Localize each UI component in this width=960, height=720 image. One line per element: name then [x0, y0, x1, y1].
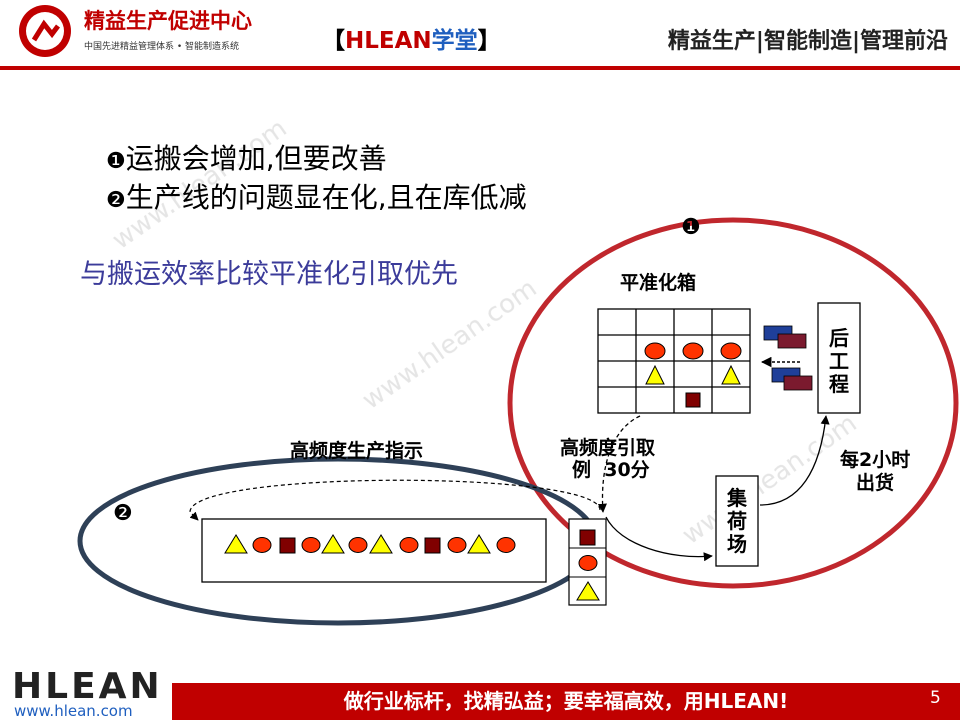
footer-slogan: 做行业标杆，找精弘益；要幸福高效，用HLEAN! [343, 689, 788, 713]
header-brand: 【HLEAN学堂】 [322, 27, 501, 54]
header: 精益生产促进中心 中国先进精益管理体系 • 智能制造系统 【HLEAN学堂】 精… [0, 5, 960, 70]
hf-instruction-label: 高频度生产指示 [290, 439, 423, 462]
watermark-text: www.hlean.com [677, 408, 863, 550]
kanban-cards [763, 325, 813, 391]
kanban-circle [720, 342, 742, 360]
footer-logo: HLEAN [12, 666, 163, 707]
kanban-triangle [721, 364, 741, 385]
to-staging-arrow [605, 516, 713, 562]
footer-banner [172, 683, 960, 720]
kanban-triangle [645, 364, 665, 385]
heijunka-label: 平准化箱 [620, 271, 696, 294]
downstream-process-box [817, 302, 861, 414]
production-sequence [224, 534, 516, 554]
circle-1-number: ❶ [681, 215, 701, 240]
logo-subtitle: 中国先进精益管理体系 • 智能制造系统 [84, 40, 239, 52]
seq-square [424, 537, 441, 554]
instruction-dashed-arc [189, 479, 601, 521]
heijunka-kanban [644, 342, 742, 408]
output-column [568, 518, 607, 606]
seq-circle [252, 537, 272, 553]
red-loop-circle [507, 217, 959, 589]
logo-title: 精益生产促进中心 [84, 9, 252, 33]
watermark-text: www.hlean.com [357, 273, 543, 415]
seq-circle [399, 537, 419, 553]
pickup-label-2: 例 30分 [572, 458, 650, 481]
output-triangle [576, 581, 600, 601]
bullet-2: ❷生产线的问题显在化,且在库低减 [106, 181, 527, 214]
seq-circle [301, 537, 321, 553]
seq-triangle [321, 534, 345, 554]
page-number: 5 [930, 688, 941, 708]
downstream-label-3: 程 [829, 372, 849, 396]
shipping-label-2: 出货 [856, 471, 894, 494]
kanban-circle [644, 342, 666, 360]
pickup-label-1: 高频度引取 [560, 436, 655, 459]
staging-label-2: 荷 [727, 509, 747, 533]
staging-label-1: 集 [726, 486, 748, 510]
seq-circle [447, 537, 467, 553]
staging-label-3: 场 [727, 532, 747, 556]
header-divider [0, 66, 960, 70]
footer: HLEAN www.hlean.com 做行业标杆，找精弘益；要幸福高效，用HL… [12, 666, 960, 720]
logo-icon [19, 5, 71, 57]
bullet-1: ❶运搬会增加,但要改善 [106, 142, 387, 175]
shipping-label-1: 每2小时 [840, 448, 910, 471]
heijunka-box [597, 308, 751, 414]
header-right-text: 精益生产|智能制造|管理前沿 [668, 28, 948, 54]
kanban-square [685, 392, 701, 408]
seq-triangle [369, 534, 393, 554]
seq-triangle [467, 534, 491, 554]
footer-url: www.hlean.com [14, 702, 133, 720]
subtitle: 与搬运效率比较平准化引取优先 [80, 259, 458, 290]
seq-square [279, 537, 296, 554]
seq-circle [496, 537, 516, 553]
kanban-circle [682, 342, 704, 360]
output-circle [578, 555, 598, 571]
pickup-dashed-arrow [597, 415, 641, 513]
shipping-arrow [759, 415, 830, 506]
output-square [579, 529, 596, 546]
seq-circle [348, 537, 368, 553]
downstream-label-1: 后 [829, 326, 849, 350]
seq-triangle [224, 534, 248, 554]
staging-area-box [715, 475, 759, 567]
circle-2-number: ❷ [113, 501, 133, 526]
downstream-label-2: 工 [829, 349, 849, 373]
